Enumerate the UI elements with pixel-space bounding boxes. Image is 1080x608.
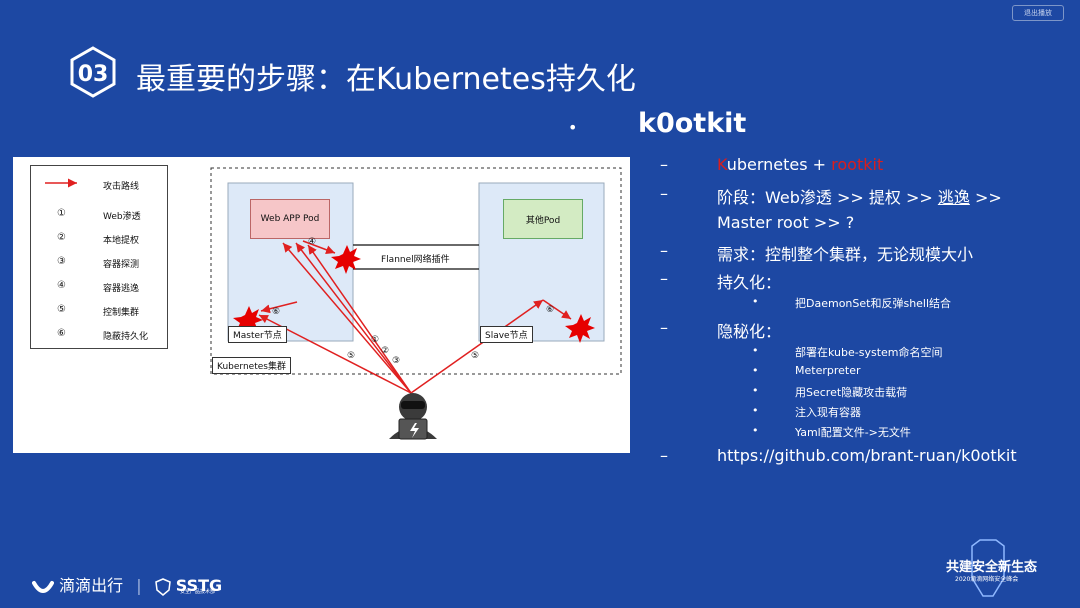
attack-path-6a: [260, 301, 298, 314]
didi-logo: 滴滴出行 | SSTG 安全产品技术部: [32, 572, 222, 596]
cluster-boundary: [210, 167, 622, 375]
hacker-icon: [389, 393, 437, 440]
section-number-badge: 03: [70, 46, 116, 98]
summit-logo: 共建安全新生态 2020滴滴网络安全峰会: [938, 538, 1048, 600]
exit-playback-button[interactable]: 退出播放: [1012, 5, 1064, 21]
explosion-icon: [565, 314, 595, 343]
cluster-label: Kubernetes集群: [212, 357, 291, 374]
step-marker: ②: [381, 346, 390, 356]
heading-bullet: •: [568, 118, 578, 137]
attack-path-2: [295, 242, 412, 394]
didi-icon: [32, 580, 54, 593]
step-marker: ⑥: [546, 305, 555, 315]
attack-path-5b: [410, 299, 544, 394]
master-node-label: Master节点: [228, 326, 287, 343]
slide-title: 最重要的步骤：在Kubernetes持久化: [136, 62, 636, 97]
legend-item: 攻击路线: [103, 182, 140, 192]
attack-path-1: [282, 242, 412, 394]
step-marker: ③: [392, 356, 401, 366]
attack-path-6b: [542, 299, 572, 320]
web-app-pod: Web APP Pod: [250, 199, 330, 239]
slave-node-label: Slave节点: [480, 326, 533, 343]
step-marker: ⑤: [471, 351, 480, 361]
step-marker: ①: [371, 335, 380, 345]
attack-path-3: [307, 244, 412, 394]
explosion-icon: [331, 245, 361, 274]
attack-path-4: [302, 240, 336, 255]
step-marker: ④: [308, 237, 317, 247]
section-heading: k0otkit: [638, 108, 747, 139]
flannel-label: Flannel网络插件: [381, 255, 450, 265]
step-marker: ⑥: [272, 307, 281, 317]
step-marker: ⑤: [347, 351, 356, 361]
sstg-shield-icon: [154, 577, 171, 596]
section-number: 03: [78, 62, 109, 87]
other-pod: 其他Pod: [503, 199, 583, 239]
